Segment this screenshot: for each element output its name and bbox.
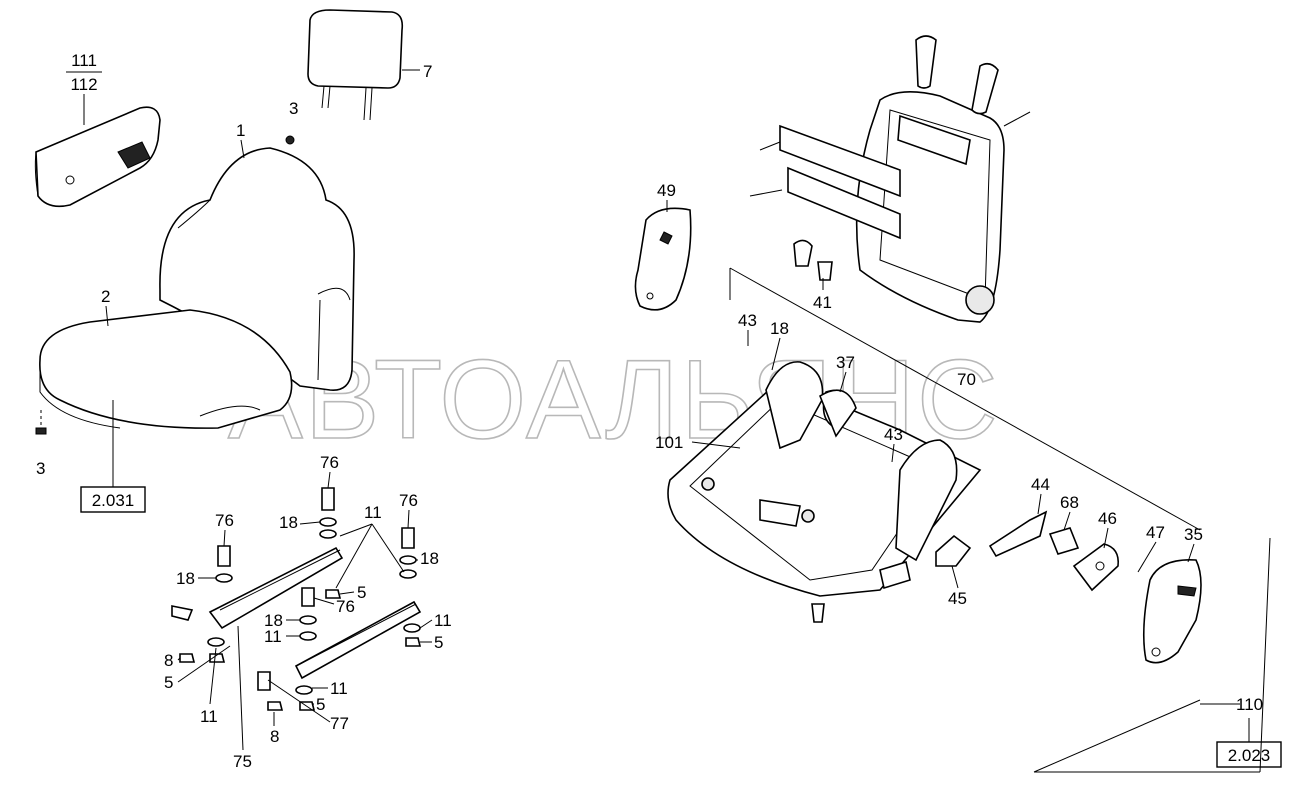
callout-label: 47 bbox=[1146, 523, 1165, 542]
callout-label: 75 bbox=[233, 752, 252, 771]
callout-label: 41 bbox=[813, 293, 832, 312]
callout-label: 44 bbox=[1031, 475, 1050, 494]
callout-label: 7 bbox=[423, 62, 432, 81]
callout-label: 3 bbox=[289, 99, 298, 118]
backrest-frame-part bbox=[749, 35, 1031, 323]
armrest-label-top: 111 bbox=[71, 51, 97, 70]
spacer-part bbox=[1048, 527, 1080, 555]
side-cover-left-part bbox=[634, 207, 692, 311]
callout-label: 5 bbox=[164, 673, 173, 692]
callout-label: 11 bbox=[264, 627, 282, 646]
callout-label: 46 bbox=[1098, 509, 1117, 528]
callout-label: 110 bbox=[1236, 695, 1263, 714]
reference-box-label: 2.031 bbox=[92, 491, 135, 510]
bracket-part bbox=[819, 389, 857, 438]
callout-label: 43 bbox=[738, 311, 757, 330]
seat-rail-left-part bbox=[171, 546, 344, 630]
callout-label: 11 bbox=[200, 707, 218, 726]
callout-label: 70 bbox=[957, 370, 976, 389]
armrest-label-bottom: 112 bbox=[70, 75, 97, 94]
reference-box-label: 2.023 bbox=[1228, 746, 1271, 765]
headrest-part bbox=[307, 9, 404, 121]
callout-label: 76 bbox=[336, 597, 355, 616]
adjust-plate-part bbox=[1072, 543, 1120, 592]
screw-part bbox=[35, 410, 47, 435]
callout-label: 43 bbox=[884, 425, 903, 444]
nut-part bbox=[179, 589, 422, 711]
callout-label: 5 bbox=[357, 583, 366, 602]
callout-label: 5 bbox=[434, 633, 443, 652]
callout-label: 2 bbox=[101, 287, 110, 306]
callout-label: 11 bbox=[330, 679, 348, 698]
armrest-part bbox=[34, 106, 161, 208]
callout-label: 11 bbox=[434, 611, 452, 630]
callout-label: 5 bbox=[316, 695, 325, 714]
side-cover-right-part bbox=[1142, 559, 1202, 664]
callout-label: 35 bbox=[1184, 525, 1203, 544]
callout-label: 45 bbox=[948, 589, 967, 608]
callout-label: 8 bbox=[270, 727, 279, 746]
callout-label: 76 bbox=[320, 453, 339, 472]
callout-label: 18 bbox=[264, 611, 283, 630]
seat-rail-right-part bbox=[294, 600, 422, 680]
lever-part bbox=[988, 510, 1048, 558]
callout-label: 49 bbox=[657, 181, 676, 200]
callout-label: 68 bbox=[1060, 493, 1079, 512]
rail-bolt-part bbox=[217, 487, 415, 691]
seat-base-frame-part bbox=[667, 361, 982, 623]
callout-label: 18 bbox=[176, 569, 195, 588]
seat-cushion-part bbox=[39, 309, 293, 429]
callout-label: 101 bbox=[655, 433, 683, 452]
callout-label: 76 bbox=[399, 491, 418, 510]
backrest-part bbox=[159, 135, 355, 391]
washer-part bbox=[207, 517, 421, 695]
callout-label: 3 bbox=[36, 459, 45, 478]
callout-label: 1 bbox=[236, 121, 245, 140]
callout-label: 18 bbox=[420, 549, 439, 568]
callout-label: 11 bbox=[364, 503, 382, 522]
callout-label: 37 bbox=[836, 353, 855, 372]
reference-box bbox=[80, 486, 146, 513]
callout-label: 18 bbox=[279, 513, 298, 532]
callout-label: 18 bbox=[770, 319, 789, 338]
callout-label: 76 bbox=[215, 511, 234, 530]
callout-label: 77 bbox=[330, 714, 349, 733]
callout-label: 8 bbox=[164, 651, 173, 670]
handle-part bbox=[935, 534, 972, 567]
